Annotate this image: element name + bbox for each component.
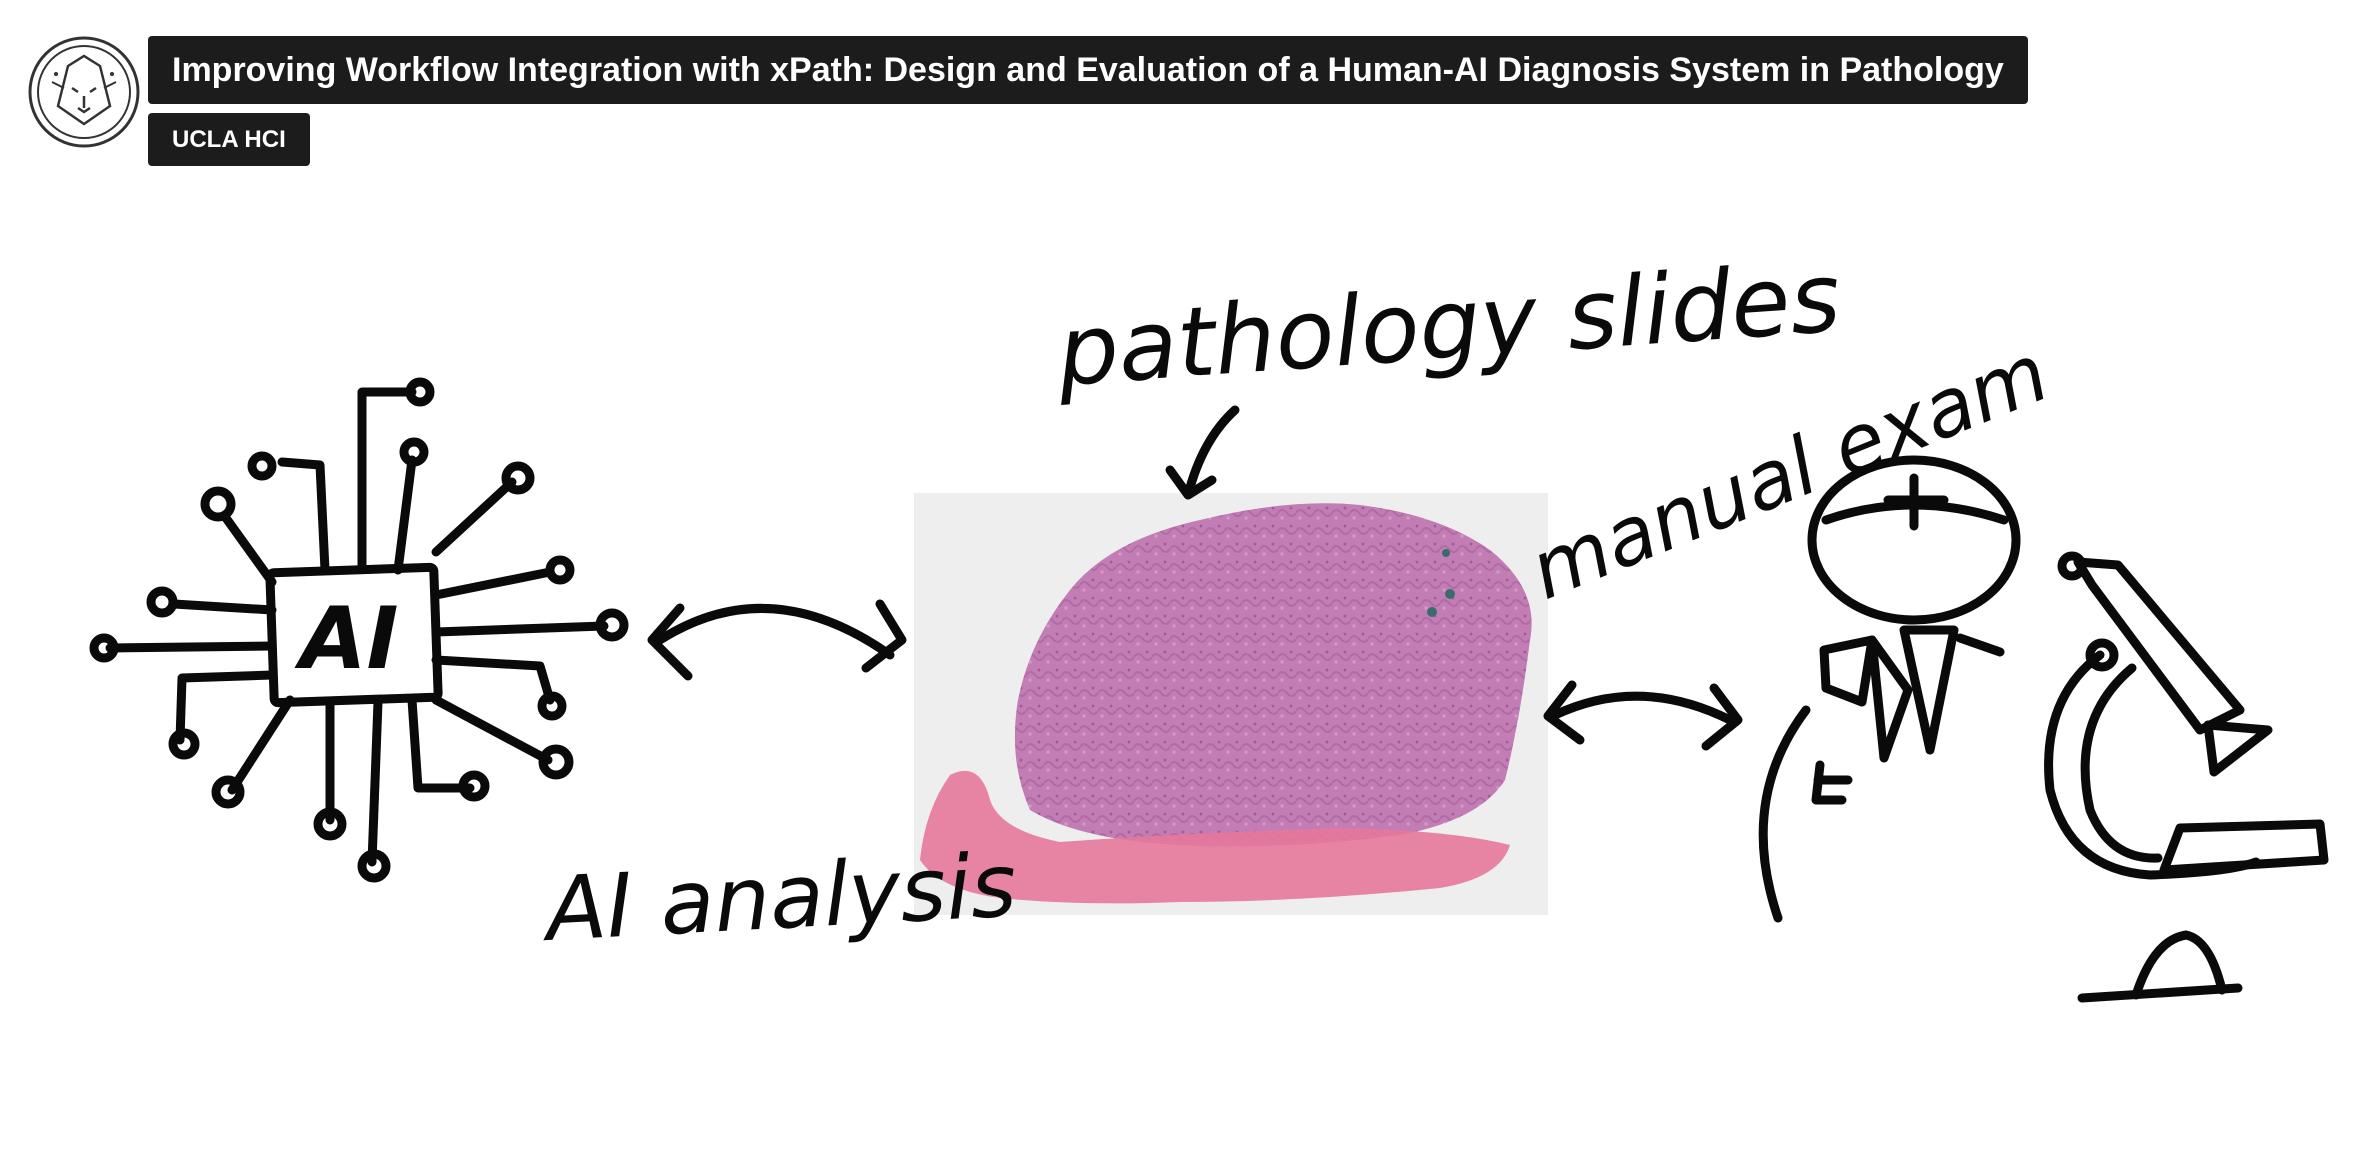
video-title[interactable]: Improving Workflow Integration with xPat…: [148, 36, 2028, 104]
pathology-slides-label: pathology slides: [1053, 242, 1844, 408]
ai-chip-icon: [89, 377, 629, 883]
video-title-text: Improving Workflow Integration with xPat…: [172, 50, 2004, 89]
lion-head-logo-icon: [28, 36, 140, 148]
pathology-slide-image: [914, 493, 1548, 915]
pointer-arrow-icon: [1165, 405, 1240, 500]
channel-avatar[interactable]: [28, 36, 140, 148]
channel-name-text: UCLA HCI: [172, 125, 286, 153]
microscope-icon: [2044, 551, 2329, 1003]
double-arrow-icon: [1543, 680, 1743, 751]
ai-analysis-label: AI analysis: [539, 833, 1019, 961]
chip-label: AI: [294, 589, 399, 689]
pathologist-figure-icon: [1758, 455, 2021, 923]
double-arrow-icon: [647, 599, 907, 681]
channel-name-badge[interactable]: UCLA HCI: [148, 113, 310, 166]
